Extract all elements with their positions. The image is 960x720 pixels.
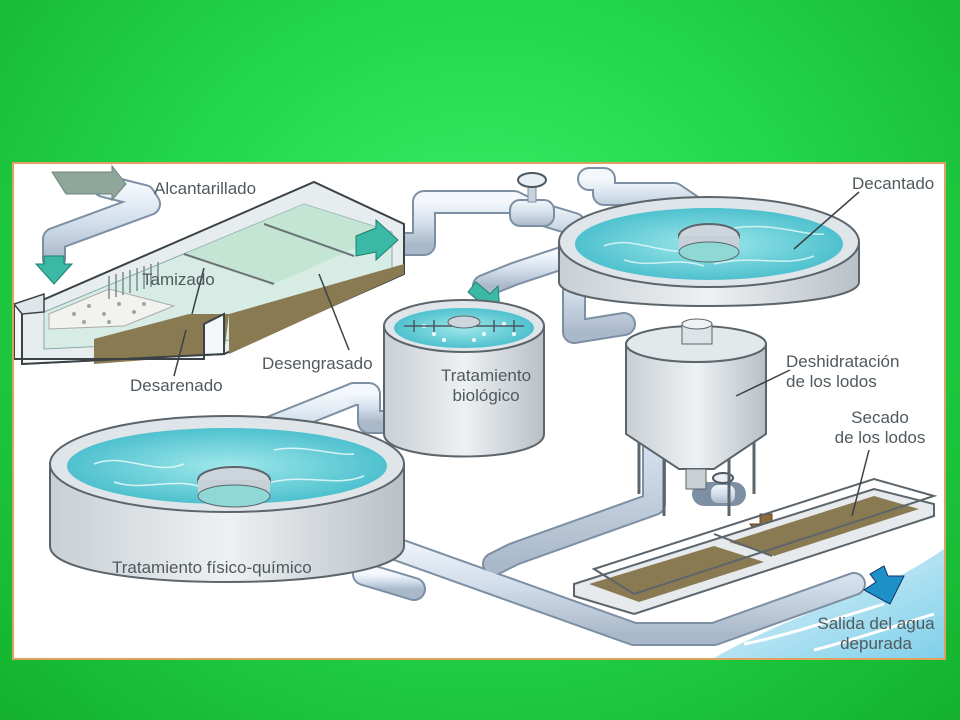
outlet-sea	[714, 549, 944, 658]
label-salida-line2: depurada	[840, 634, 912, 653]
label-decantado: Decantado	[852, 174, 935, 193]
inlet-arrow	[51, 164, 127, 202]
label-deshidratacion: Deshidratación de los lodos	[786, 352, 899, 392]
label-secado-line2: de los lodos	[834, 428, 926, 447]
label-tratamiento-biologico: Tratamiento biológico	[424, 366, 548, 406]
diagram-panel: Alcantarillado Tamizado Desarenado Desen…	[12, 162, 946, 660]
pretreatment-channel	[14, 180, 405, 366]
decanter-tank	[558, 196, 860, 307]
valve-top	[509, 172, 555, 227]
valve-sludge	[709, 472, 737, 505]
label-desengrasado: Desengrasado	[262, 354, 373, 373]
label-tratamiento-fisico-quimico: Tratamiento físico-químico	[112, 558, 312, 577]
label-desarenado: Desarenado	[130, 376, 223, 395]
label-salida-line1: Salida del agua	[817, 614, 935, 633]
physicochemical-tank	[49, 415, 405, 583]
label-deshidratacion-line2: de los lodos	[786, 372, 877, 391]
label-alcantarillado: Alcantarillado	[154, 179, 257, 198]
drying-beds	[573, 477, 938, 616]
label-tratamiento-biologico-line2: biológico	[452, 386, 520, 405]
label-deshidratacion-line1: Deshidratación	[786, 352, 900, 371]
label-tamizado: Tamizado	[142, 270, 215, 289]
label-tratamiento-biologico-line1: Tratamiento	[440, 366, 532, 385]
label-secado: Secado de los lodos	[822, 408, 938, 448]
biological-tank	[383, 299, 545, 458]
label-salida-agua: Salida del agua depurada	[814, 614, 938, 654]
treatment-plant-illustration	[14, 164, 944, 658]
leader-lines	[173, 191, 870, 517]
label-secado-line1: Secado	[851, 408, 909, 427]
dewatering-silo	[625, 318, 767, 516]
